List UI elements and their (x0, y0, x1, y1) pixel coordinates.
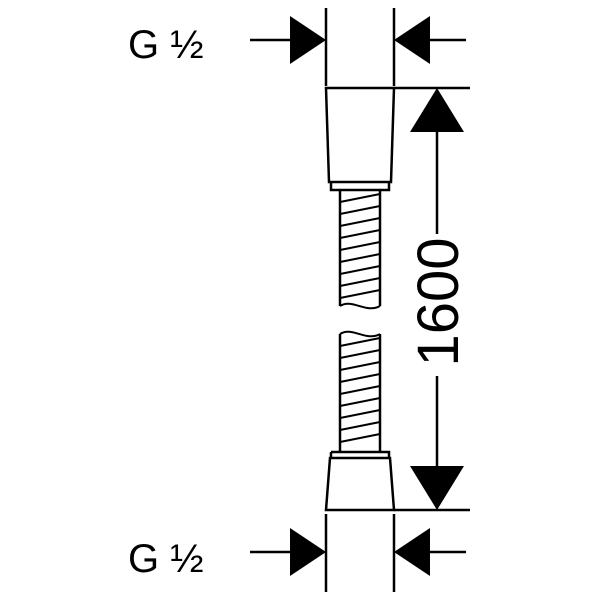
top-diameter-dimension (250, 8, 466, 86)
length-bottom-arrowhead (410, 466, 464, 510)
bottom-diameter-dimension (250, 514, 466, 592)
top-left-arrowhead (290, 16, 326, 64)
length-top-arrowhead (410, 88, 464, 132)
bottom-right-arrowhead (394, 528, 430, 576)
upper-hose-section (338, 190, 382, 310)
upper-fitting (324, 86, 396, 192)
bottom-thread-label: G ½ (128, 537, 204, 581)
lower-hose-section (338, 330, 382, 452)
top-right-arrowhead (394, 16, 430, 64)
top-thread-label: G ½ (128, 23, 204, 67)
length-dimension-label: 1600 (406, 237, 471, 366)
lower-fitting (324, 450, 396, 512)
bottom-left-arrowhead (290, 528, 326, 576)
length-dimension: 1600 (394, 86, 471, 512)
